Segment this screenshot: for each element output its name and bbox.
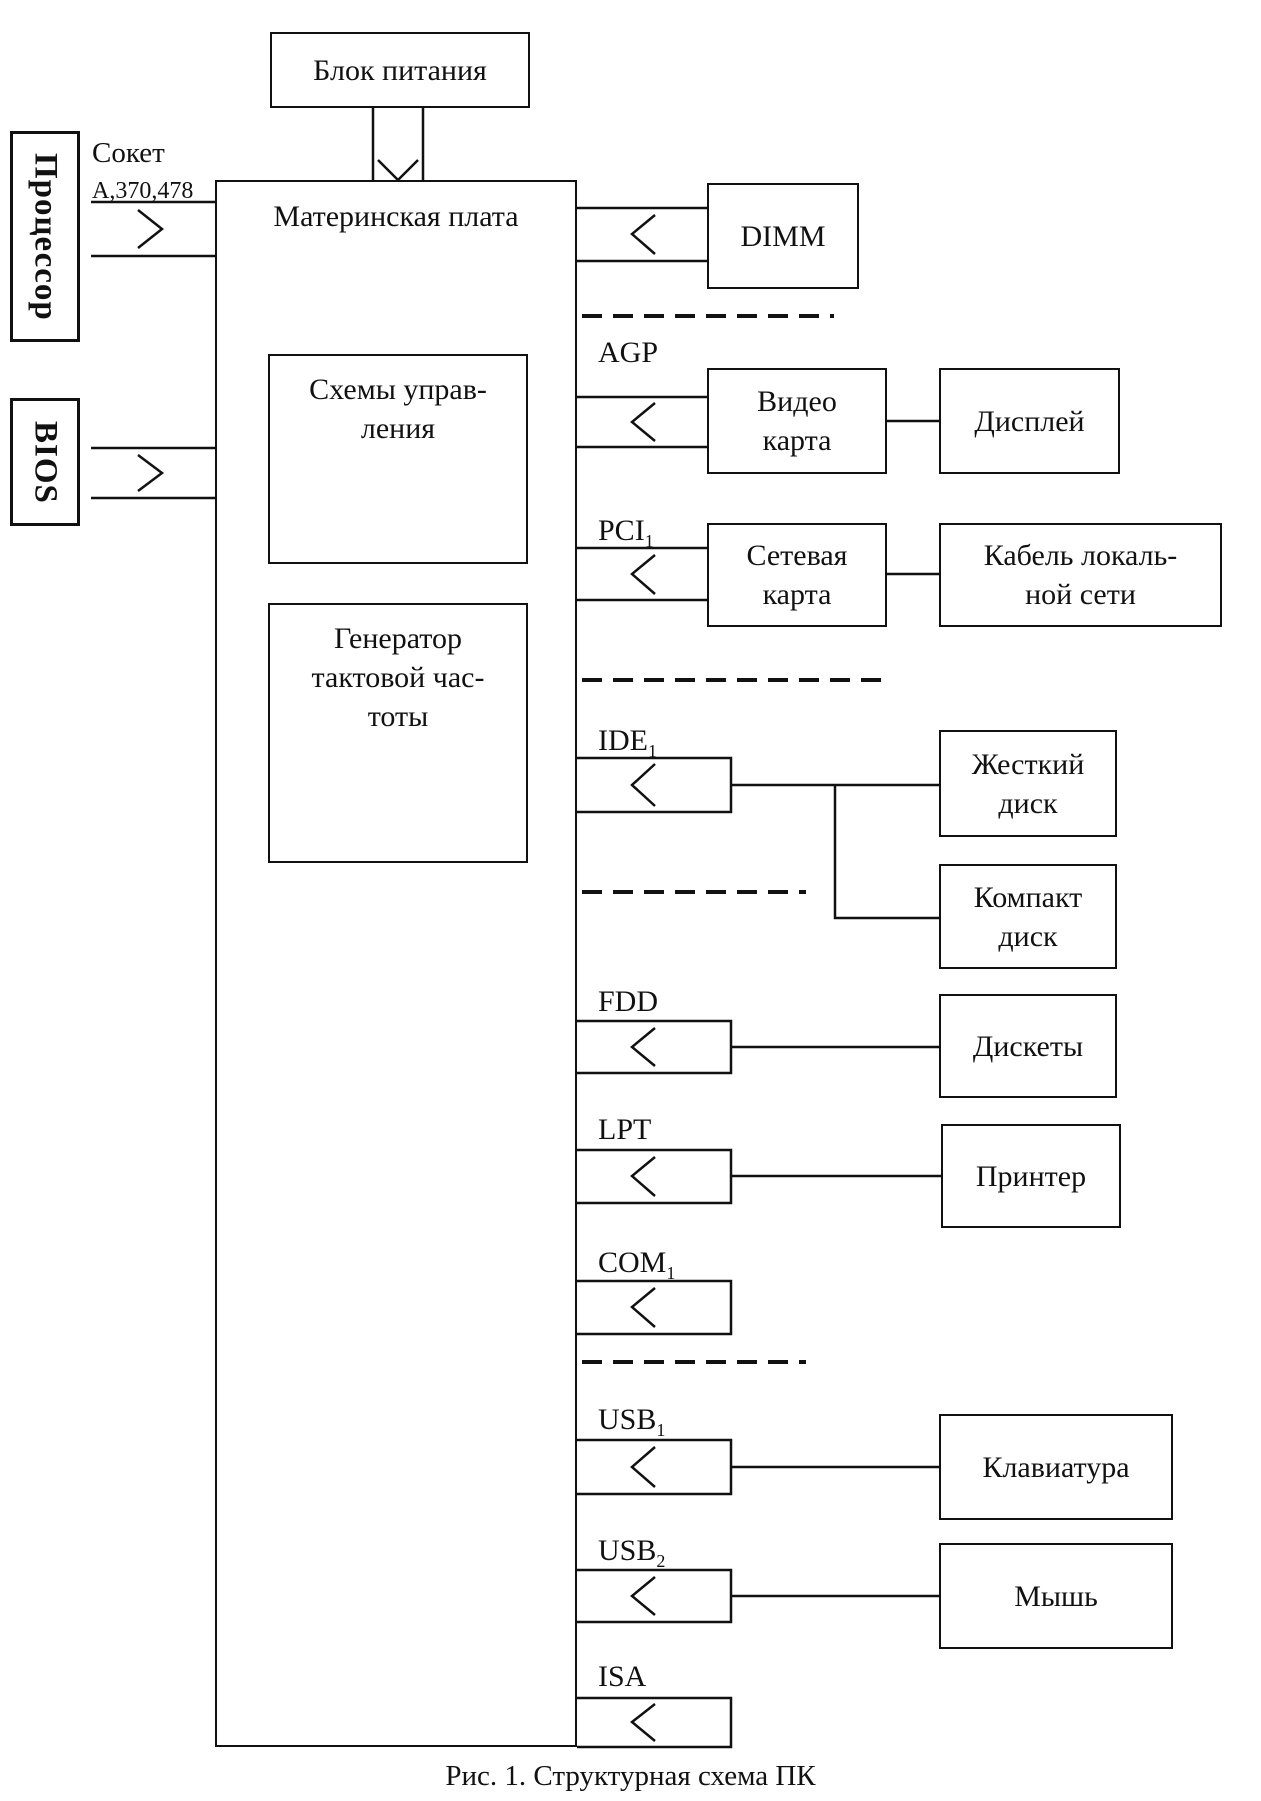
display-block: Дисплей — [939, 368, 1120, 474]
port-label-pci: PCI1 — [598, 514, 654, 551]
port-label-ide: IDE1 — [598, 724, 657, 761]
port-label-com: COM1 — [598, 1246, 676, 1283]
network-card-block: Сетевая карта — [707, 523, 887, 627]
hard-disk-label: Жесткий диск — [971, 747, 1085, 820]
video-card-block: Видео карта — [707, 368, 887, 474]
compact-disk-block: Компакт диск — [939, 864, 1117, 969]
control-circuits-block: Схемы управ- ления — [268, 354, 528, 564]
socket-types-label: А,370,478 — [92, 178, 194, 204]
mouse-label: Мышь — [1014, 1579, 1098, 1613]
port-label-agp: AGP — [598, 336, 659, 369]
port-label-isa: ISA — [598, 1660, 647, 1693]
dimm-block: DIMM — [707, 183, 859, 289]
bios-label: BIOS — [27, 420, 64, 504]
lan-cable-label: Кабель локаль- ной сети — [983, 539, 1178, 611]
printer-block: Принтер — [941, 1124, 1121, 1228]
clock-generator-label: Генератор тактовой час- тоты — [311, 622, 485, 733]
port-label-fdd: FDD — [598, 985, 659, 1018]
clock-generator-block: Генератор тактовой час- тоты — [268, 603, 528, 863]
lan-cable-block: Кабель локаль- ной сети — [939, 523, 1222, 627]
port-label-usb1: USB1 — [598, 1403, 666, 1440]
power-supply-block: Блок питания — [270, 32, 530, 108]
keyboard-block: Клавиатура — [939, 1414, 1173, 1520]
floppy-label: Дискеты — [972, 1029, 1084, 1063]
network-card-label: Сетевая карта — [746, 539, 848, 611]
cpu-block: Процессор — [10, 131, 80, 342]
dimm-label: DIMM — [740, 219, 826, 253]
figure-caption: Рис. 1. Структурная схема ПК — [445, 1760, 816, 1792]
display-label: Дисплей — [974, 404, 1085, 438]
video-card-label: Видео карта — [757, 385, 837, 457]
compact-disk-label: Компакт диск — [973, 880, 1083, 953]
control-circuits-label: Схемы управ- ления — [309, 373, 487, 445]
cpu-label: Процессор — [27, 152, 64, 321]
mouse-block: Мышь — [939, 1543, 1173, 1649]
hard-disk-block: Жесткий диск — [939, 730, 1117, 837]
keyboard-label: Клавиатура — [982, 1450, 1130, 1484]
socket-label: Сокет — [92, 137, 165, 169]
power-supply-label: Блок питания — [313, 53, 487, 87]
motherboard-label: Материнская плата — [273, 200, 519, 233]
port-label-usb2: USB2 — [598, 1534, 666, 1571]
printer-label: Принтер — [975, 1159, 1087, 1193]
port-label-lpt: LPT — [598, 1113, 652, 1146]
bios-block: BIOS — [10, 398, 80, 526]
floppy-block: Дискеты — [939, 994, 1117, 1098]
